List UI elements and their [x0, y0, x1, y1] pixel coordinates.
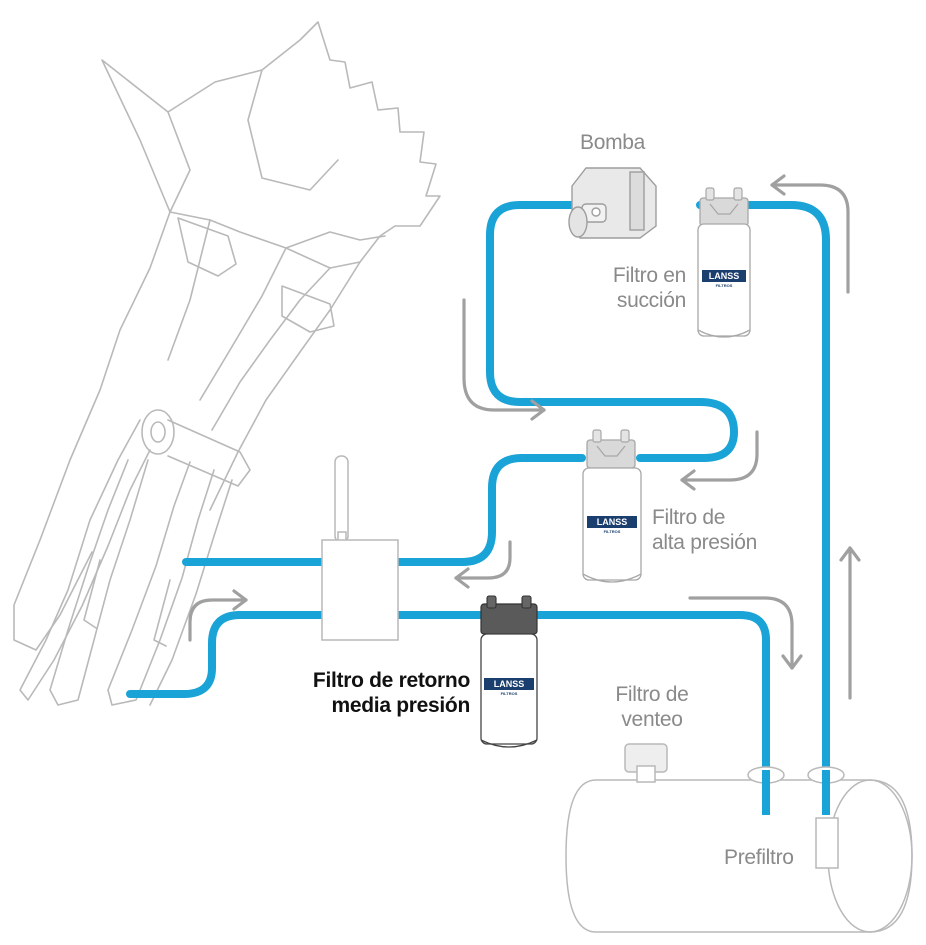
flow-arrow-icon	[839, 546, 861, 700]
svg-text:LANSS: LANSS	[597, 517, 628, 527]
pump-icon	[568, 167, 657, 239]
excavator-arm-icon	[13, 21, 441, 706]
svg-text:FILTROS: FILTROS	[716, 283, 733, 288]
return-filter-label: Filtro de retorno media presión	[312, 669, 470, 717]
vent-filter-label: Filtro de venteo	[615, 683, 689, 731]
svg-text:FILTROS: FILTROS	[501, 691, 518, 696]
flow-arrow-icon	[688, 596, 803, 670]
filter-icon	[582, 429, 642, 583]
flow-arrow-icon	[680, 430, 759, 491]
hydraulic-lines	[126, 201, 830, 819]
prefilter-label: Prefiltro	[724, 846, 794, 869]
pump-label: Bomba	[580, 131, 646, 154]
flow-arrows	[188, 174, 861, 700]
tank-icon	[565, 743, 913, 933]
brand-logo: LANSS LANSS LANSS	[494, 271, 740, 689]
flow-arrow-icon	[188, 589, 248, 642]
svg-text:FILTROS: FILTROS	[604, 529, 621, 534]
flow-arrow-icon	[770, 174, 850, 294]
suction-filter-label: Filtro en succión	[612, 264, 686, 312]
control-valve-icon	[321, 455, 399, 641]
flow-arrow-icon	[454, 540, 512, 589]
svg-text:LANSS: LANSS	[494, 679, 525, 689]
filter-icon	[480, 595, 538, 748]
high-pressure-filter-label: Filtro de alta presión	[652, 506, 757, 554]
svg-text:LANSS: LANSS	[709, 271, 740, 281]
filter-icon	[697, 187, 751, 338]
flow-arrow-icon	[462, 298, 546, 421]
